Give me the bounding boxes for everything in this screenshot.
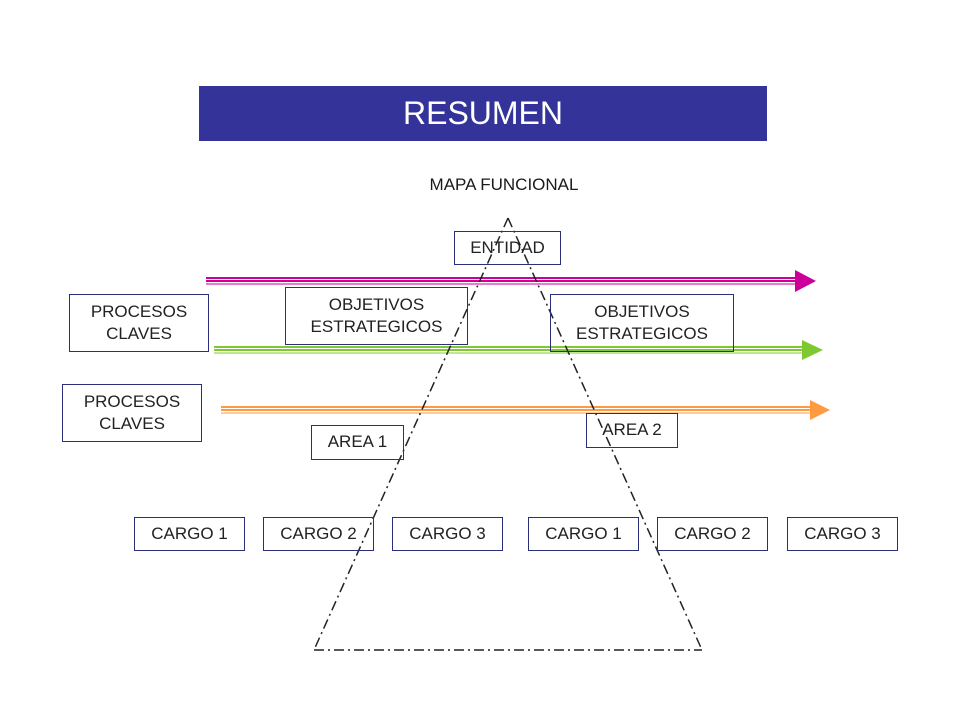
arrow-orange xyxy=(221,400,830,420)
cargo-box-1: CARGO 1 xyxy=(134,517,245,551)
cargo-box-2: CARGO 2 xyxy=(263,517,374,551)
area-2-box: AREA 2 xyxy=(586,413,678,448)
cargo-box-3: CARGO 3 xyxy=(392,517,503,551)
pyramid-outline xyxy=(313,217,703,651)
objetivos-estrategicos-box-1: OBJETIVOS ESTRATEGICOS xyxy=(285,287,468,345)
objetivos-estrategicos-box-2: OBJETIVOS ESTRATEGICOS xyxy=(550,294,734,352)
cargo-box-4: CARGO 1 xyxy=(528,517,639,551)
area-1-box: AREA 1 xyxy=(311,425,404,460)
slide-title: RESUMEN xyxy=(402,95,563,131)
arrow-green xyxy=(214,340,823,360)
diagram-label: MAPA FUNCIONAL xyxy=(429,175,579,194)
cargo-box-6: CARGO 3 xyxy=(787,517,898,551)
arrow-magenta xyxy=(206,270,816,292)
title-bar: RESUMEN xyxy=(199,86,767,141)
procesos-claves-box-1: PROCESOS CLAVES xyxy=(69,294,209,352)
procesos-claves-box-2: PROCESOS CLAVES xyxy=(62,384,202,442)
entidad-box: ENTIDAD xyxy=(454,231,561,265)
cargo-box-5: CARGO 2 xyxy=(657,517,768,551)
